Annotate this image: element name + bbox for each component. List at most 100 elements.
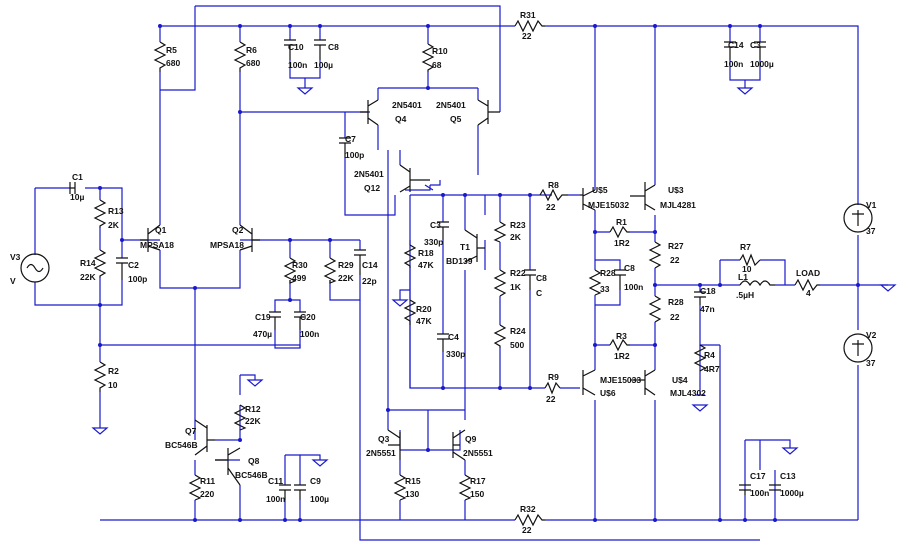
label-r32: R32 — [520, 504, 536, 514]
label-q12: Q12 — [364, 183, 380, 193]
label-r7: R7 — [740, 242, 751, 252]
transistors — [140, 99, 656, 486]
label-v1: V1 — [866, 200, 877, 210]
label-r4-value: 4R7 — [704, 364, 720, 374]
label-r5: R5 — [166, 45, 177, 55]
ground-r2 — [91, 427, 109, 435]
label-r11-value: 220 — [200, 489, 214, 499]
resistor-r1 — [609, 225, 630, 239]
label-v2-value: 37 — [866, 358, 876, 368]
transistor-q3 — [387, 429, 401, 460]
transistor-t1 — [464, 229, 485, 263]
label-u6: U$6 — [600, 388, 616, 398]
transistor-u6 — [582, 369, 596, 396]
label-c14: C14 — [362, 260, 378, 270]
label-c8b: C8 — [536, 273, 547, 283]
label-c1: C1 — [72, 172, 83, 182]
label-c14b: C14 — [728, 40, 744, 50]
label-c3: C3 — [430, 220, 441, 230]
ground-symbols — [91, 87, 897, 467]
transistor-q2 — [239, 224, 260, 252]
label-u5: U$5 — [592, 185, 608, 195]
capacitor-c8b — [524, 269, 536, 290]
label-q3-type: 2N5551 — [366, 448, 396, 458]
label-q12-type: 2N5401 — [354, 169, 384, 179]
label-c19-value: 470µ — [253, 329, 272, 339]
transistor-q9 — [452, 429, 466, 461]
label-r32-value: 22 — [522, 525, 532, 535]
transistor-q4 — [360, 99, 379, 126]
resistor-r5 — [153, 41, 167, 72]
label-v3: V3 — [10, 252, 21, 262]
label-r17-value: 150 — [470, 489, 484, 499]
ground-r20 — [391, 299, 409, 307]
label-q2: Q2 — [232, 225, 244, 235]
resistor-r30 — [283, 257, 297, 284]
voltage-source-v3 — [20, 253, 50, 283]
resistor-r27 — [648, 241, 662, 269]
capacitor-c7 — [339, 137, 351, 158]
label-l1-value: .5µH — [736, 290, 754, 300]
label-q1-type: MPSA18 — [140, 240, 174, 250]
label-c17-value: 100n — [750, 488, 769, 498]
resistor-r4 — [693, 344, 707, 372]
capacitor-c19 — [269, 311, 281, 330]
label-c8b-value: C — [536, 288, 542, 298]
transistor-q12 — [399, 164, 430, 193]
label-r12: R12 — [245, 404, 261, 414]
label-c20: C20 — [300, 312, 316, 322]
label-c7: C7 — [345, 134, 356, 144]
label-r8: R8 — [548, 180, 559, 190]
ground-c3b — [736, 87, 754, 95]
ground-r12 — [240, 374, 264, 387]
resistor-r2 — [93, 361, 107, 392]
label-q5-type: 2N5401 — [436, 100, 466, 110]
label-r14: R14 — [80, 258, 96, 268]
transistor-u5 — [580, 188, 596, 211]
resistor-r17 — [458, 474, 472, 501]
label-q8-type: BC546B — [235, 470, 268, 480]
label-r31-value: 22 — [522, 31, 532, 41]
resistor-r23 — [493, 221, 507, 243]
label-r6: R6 — [246, 45, 257, 55]
resistor-r3 — [609, 338, 630, 352]
transistor-u3 — [630, 182, 656, 211]
resistor-r22 — [493, 269, 507, 297]
resistor-r7 — [739, 253, 761, 267]
resistor-r14 — [93, 249, 107, 278]
inductor-l1 — [739, 280, 775, 287]
label-r7-value: 10 — [742, 264, 752, 274]
label-c4: C4 — [448, 332, 459, 342]
resistor-r29 — [323, 257, 337, 284]
resistor-r10 — [421, 43, 435, 72]
label-r3-value: 1R2 — [614, 351, 630, 361]
resistor-r6 — [233, 41, 247, 72]
label-load-value: 4 — [806, 288, 811, 298]
label-r4: R4 — [704, 350, 715, 360]
label-c3b-value: 1000µ — [750, 59, 774, 69]
label-c13-value: 1000µ — [780, 488, 804, 498]
label-c18-value: 47n — [700, 304, 715, 314]
voltage-source-v2 — [843, 333, 873, 363]
label-r22: R22 — [510, 268, 526, 278]
label-r23-value: 2K — [510, 232, 522, 242]
label-r29: R29 — [338, 260, 354, 270]
label-r29-value: 22K — [338, 273, 354, 283]
label-r11: R11 — [200, 476, 215, 486]
component-labels: C1 10µ R13 2K R14 22K C2 100p V3 V R2 10… — [10, 10, 877, 535]
resistor-r13 — [93, 199, 107, 228]
resistor-r9 — [544, 381, 561, 395]
label-r28b-value: 22 — [670, 312, 680, 322]
label-r24-value: 500 — [510, 340, 524, 350]
resistor-r11 — [188, 474, 202, 501]
label-c10: C10 — [288, 42, 304, 52]
label-v1-value: 37 — [866, 226, 876, 236]
label-r9: R9 — [548, 372, 559, 382]
capacitor-c14b — [724, 41, 736, 60]
resistor-r15 — [393, 474, 407, 501]
label-r6-value: 680 — [246, 58, 260, 68]
label-t1-type: BD139 — [446, 256, 473, 266]
ground-r4 — [691, 404, 709, 412]
capacitor-c17 — [739, 484, 751, 495]
